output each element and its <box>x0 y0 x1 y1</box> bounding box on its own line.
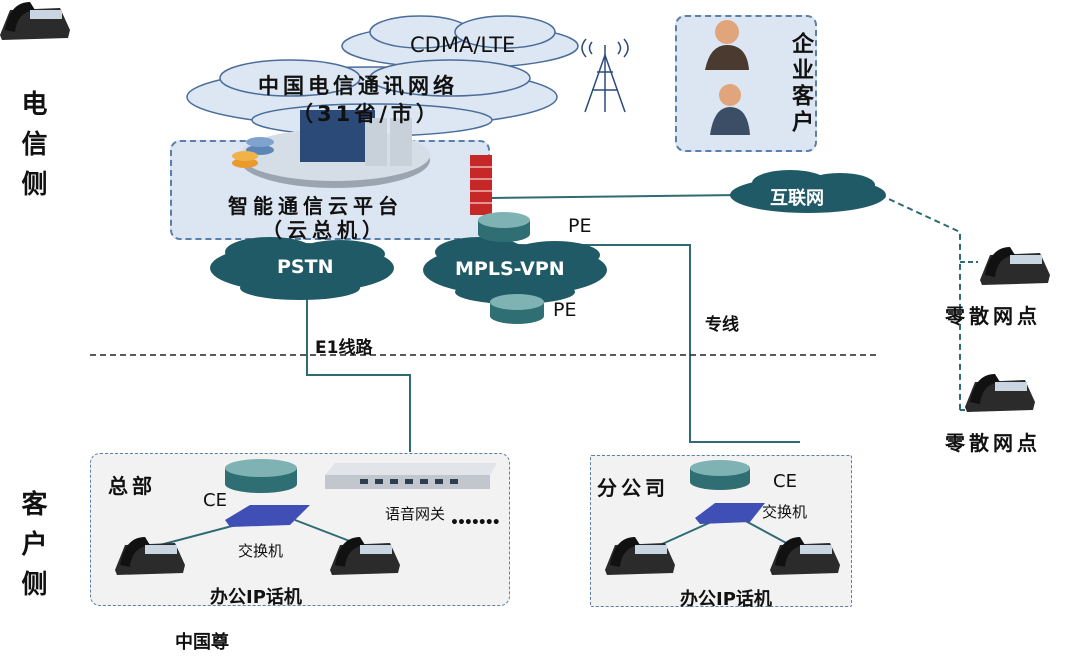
more-indicator: ••••••• <box>450 515 501 531</box>
scattered-site-label: 零散网点 <box>945 304 1041 328</box>
ip-phone-icon <box>330 537 400 575</box>
ip-phone-icon <box>0 2 70 40</box>
firewall-internet-link <box>491 194 741 199</box>
telecom-network-sub: （31省/市） <box>292 102 441 126</box>
server-platform-icon <box>232 110 430 188</box>
ce-router-icon <box>690 460 750 490</box>
branch-ce-label: CE <box>773 471 797 492</box>
firewall-icon <box>470 155 492 215</box>
platform-label: 智能通信云平台 <box>228 194 403 218</box>
mpls-label: MPLS-VPN <box>455 258 565 280</box>
internet-label: 互联网 <box>770 188 824 209</box>
branch-phones-label: 办公IP话机 <box>680 589 772 610</box>
e1-link-label: E1线路 <box>315 338 373 358</box>
cdma-cloud <box>341 15 579 69</box>
pe-router-icon <box>490 294 544 324</box>
ip-phone-icon <box>965 374 1035 412</box>
cell-tower-icon <box>581 38 629 113</box>
branch-switch-label: 交换机 <box>762 503 808 521</box>
pstn-label: PSTN <box>277 256 334 278</box>
ip-phone-icon <box>770 537 840 575</box>
ce-router-icon <box>225 459 297 493</box>
leased-line-link <box>530 244 800 443</box>
telecom-side-label: 电信侧 <box>17 90 47 210</box>
internet-cloud <box>730 170 886 213</box>
business-person-icon <box>705 20 749 70</box>
telecom-network-label: 中国电信通讯网络 <box>258 74 458 98</box>
pstn-e1-link <box>306 295 411 452</box>
hq-phones-label: 办公IP话机 <box>210 587 302 608</box>
branch-title: 分公司 <box>597 476 669 500</box>
switch-icon <box>695 503 765 524</box>
footer-label: 中国尊 <box>175 632 229 653</box>
mpls-cloud <box>423 237 607 304</box>
switch-icon <box>225 505 310 527</box>
pe-label: PE <box>553 299 577 321</box>
enterprise-label: 企业客户 <box>788 32 813 136</box>
pstn-cloud <box>210 237 394 300</box>
scattered-site-label: 零散网点 <box>945 431 1041 455</box>
hq-ce-label: CE <box>203 490 227 511</box>
leased-line-label: 专线 <box>705 315 739 335</box>
gateway-label: 语音网关 <box>385 505 446 523</box>
ip-phone-icon <box>980 247 1050 285</box>
pe-router-icon <box>478 212 530 242</box>
ip-phone-icon <box>115 537 185 575</box>
platform-sub: （云总机） <box>262 218 387 242</box>
pe-label: PE <box>568 215 592 237</box>
cdma-cloud-label: CDMA/LTE <box>410 33 516 57</box>
voice-gateway-icon <box>325 463 497 489</box>
business-person-icon <box>710 84 750 135</box>
customer-side-label: 客户侧 <box>17 490 47 610</box>
hq-switch-label: 交换机 <box>238 542 284 560</box>
hq-title: 总部 <box>108 474 156 498</box>
